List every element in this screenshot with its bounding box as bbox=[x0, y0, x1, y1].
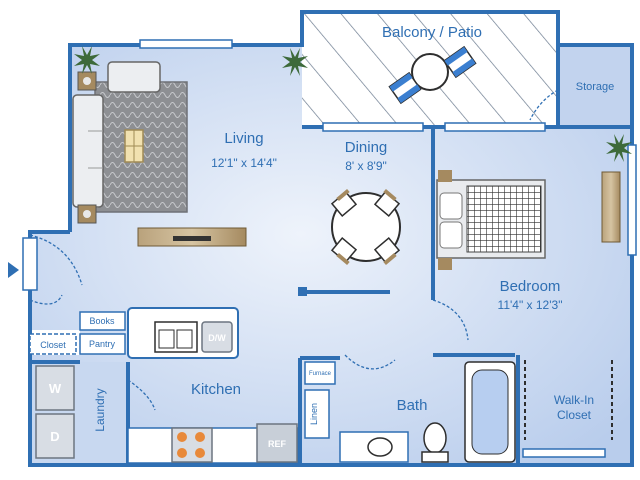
furnace-unit bbox=[304, 361, 336, 385]
laundry-label: Laundry bbox=[93, 388, 107, 431]
bedroom-dims: 11'4" x 12'3" bbox=[498, 298, 563, 312]
dresser bbox=[601, 171, 621, 243]
patio-chair-right bbox=[443, 45, 477, 79]
closet-label: Closet bbox=[40, 340, 66, 350]
plants bbox=[74, 46, 632, 162]
column bbox=[298, 287, 307, 296]
nightstand bbox=[438, 258, 452, 270]
washer-label: W bbox=[49, 381, 62, 396]
storage-label: Storage bbox=[576, 81, 615, 93]
bed-blanket bbox=[466, 185, 542, 253]
storage-wall bbox=[556, 45, 632, 129]
entry-arrow-icon bbox=[8, 262, 19, 278]
patio-chair-left bbox=[388, 71, 422, 105]
dining-dims: 8' x 8'9" bbox=[345, 159, 387, 173]
dishwasher-label: D/W bbox=[208, 333, 226, 343]
plant-icon-bedroom bbox=[606, 134, 632, 162]
plant-icon-living bbox=[74, 46, 100, 74]
kitchen-fixtures bbox=[127, 307, 299, 464]
bedroom-door-swing bbox=[432, 299, 469, 341]
living-dims: 12'1" x 14'4" bbox=[211, 156, 277, 170]
pantry-shelf bbox=[79, 333, 126, 355]
patio-set bbox=[388, 45, 477, 105]
ref-label: REF bbox=[268, 439, 287, 449]
storage-floor bbox=[558, 45, 632, 127]
sofa bbox=[72, 94, 104, 208]
balcony-label: Balcony / Patio bbox=[382, 24, 482, 41]
books-shelf bbox=[79, 311, 126, 331]
window-storage bbox=[627, 144, 637, 256]
vanity bbox=[339, 431, 409, 463]
patio-table bbox=[411, 53, 449, 91]
toilet-tank bbox=[421, 451, 449, 463]
tv bbox=[173, 236, 211, 241]
refrigerator bbox=[256, 423, 298, 463]
bedroom-label: Bedroom bbox=[500, 278, 561, 295]
entry-door-swing bbox=[29, 234, 83, 286]
storage-units bbox=[29, 311, 126, 355]
doors bbox=[29, 89, 559, 411]
armchair bbox=[107, 61, 161, 93]
books-label: Books bbox=[89, 316, 115, 326]
pantry-label: Pantry bbox=[89, 339, 116, 349]
window-walkin bbox=[522, 448, 606, 458]
dryer-label: D bbox=[50, 429, 59, 444]
sink-basin bbox=[158, 329, 175, 349]
bathtub-basin bbox=[471, 369, 509, 455]
bedroom-furniture bbox=[436, 170, 621, 270]
window-dining bbox=[322, 122, 424, 132]
bath-sink bbox=[367, 437, 393, 457]
pillow bbox=[439, 221, 463, 249]
linen-closet bbox=[304, 389, 330, 439]
closet-box bbox=[29, 333, 77, 355]
toilet bbox=[423, 422, 447, 454]
dining-label: Dining bbox=[345, 139, 388, 156]
storage-door-swing bbox=[529, 89, 559, 121]
linen-label: Linen bbox=[309, 403, 319, 425]
nightstand bbox=[438, 170, 452, 182]
pillow bbox=[439, 192, 463, 220]
dining-set bbox=[330, 188, 401, 266]
sink-basin bbox=[176, 329, 193, 349]
dryer bbox=[35, 413, 75, 459]
laundry-machines bbox=[35, 365, 75, 459]
kitchen-label: Kitchen bbox=[191, 381, 241, 398]
stove bbox=[171, 427, 213, 463]
living-furniture bbox=[72, 61, 247, 247]
window-living-top bbox=[139, 39, 233, 49]
walkin-label-1: Walk-In bbox=[554, 393, 594, 407]
bath-label: Bath bbox=[397, 397, 428, 414]
bath-door-swing bbox=[344, 354, 396, 370]
closet-door-swing bbox=[29, 294, 63, 305]
bath-fixtures bbox=[304, 361, 516, 463]
walkin-shelves bbox=[524, 360, 613, 440]
plant-icon-living-2 bbox=[282, 48, 308, 76]
walkin-label-2: Closet bbox=[557, 408, 592, 422]
entry-door bbox=[22, 237, 38, 291]
washer bbox=[35, 365, 75, 411]
living-label: Living bbox=[224, 130, 263, 147]
furnace-label: Furnace bbox=[309, 371, 332, 377]
dishwasher bbox=[201, 321, 233, 353]
window-bedroom bbox=[444, 122, 546, 132]
windows bbox=[139, 39, 637, 458]
